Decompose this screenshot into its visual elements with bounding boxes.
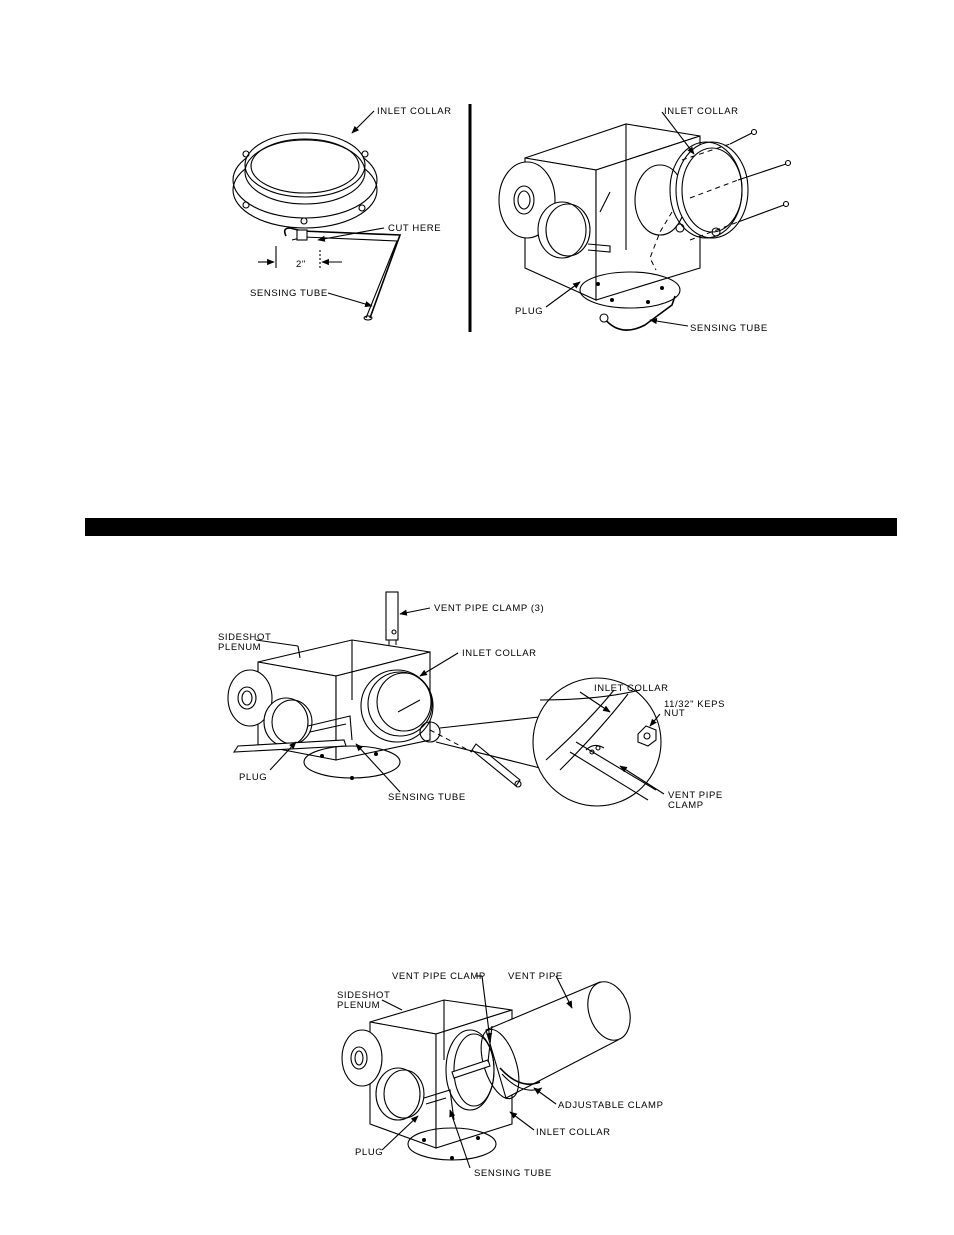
fig1-left-cut-here-label: CUT HERE	[388, 223, 441, 234]
figure3-plenum-drawing	[341, 975, 631, 1169]
fig3-sideshot-label: SIDESHOT	[337, 990, 390, 1001]
fig3-plug-label: PLUG	[355, 1147, 383, 1158]
fig3-sensing-tube-label: SENSING TUBE	[474, 1168, 552, 1179]
figure1-right-plenum-drawing	[498, 111, 792, 331]
fig1-right-plug-label: PLUG	[515, 306, 543, 317]
figure2-detail-view	[532, 677, 665, 807]
fig3-vent-pipe-clamp-label: VENT PIPE CLAMP	[392, 971, 486, 982]
fig1-left-sensing-tube-label: SENSING TUBE	[250, 288, 328, 299]
fig2-detail-vent-pipe-label: VENT PIPE	[668, 790, 723, 801]
figure2-plenum-drawing	[227, 591, 549, 793]
fig2-sensing-tube-label: SENSING TUBE	[388, 792, 466, 803]
fig3-inlet-collar-label: INLET COLLAR	[536, 1127, 611, 1138]
fig1-left-inlet-collar-label: INLET COLLAR	[377, 106, 452, 117]
fig2-inlet-collar-label: INLET COLLAR	[462, 648, 537, 659]
fig2-nut-label: NUT	[664, 708, 685, 719]
fig3-plenum-label: PLENUM	[337, 1000, 380, 1011]
fig2-plenum-label: PLENUM	[218, 642, 261, 653]
fig3-adjustable-clamp-label: ADJUSTABLE CLAMP	[558, 1100, 664, 1111]
fig2-vent-pipe-clamp-label: VENT PIPE CLAMP (3)	[434, 603, 544, 614]
fig2-plug-label: PLUG	[239, 772, 267, 783]
figure1-left-collar-drawing	[232, 110, 402, 321]
fig1-right-inlet-collar-label: INLET COLLAR	[664, 106, 739, 117]
fig1-left-dimension-label: 2"	[296, 259, 306, 270]
fig2-sideshot-label: SIDESHOT	[218, 632, 271, 643]
fig2-keps-label: 11/32" KEPS	[664, 699, 725, 710]
fig3-vent-pipe-label: VENT PIPE	[508, 971, 563, 982]
fig2-detail-inlet-collar-label: INLET COLLAR	[594, 683, 669, 694]
section-header-bar	[85, 518, 897, 536]
fig2-detail-clamp-label: CLAMP	[668, 800, 704, 811]
fig1-right-sensing-tube-label: SENSING TUBE	[690, 323, 768, 334]
